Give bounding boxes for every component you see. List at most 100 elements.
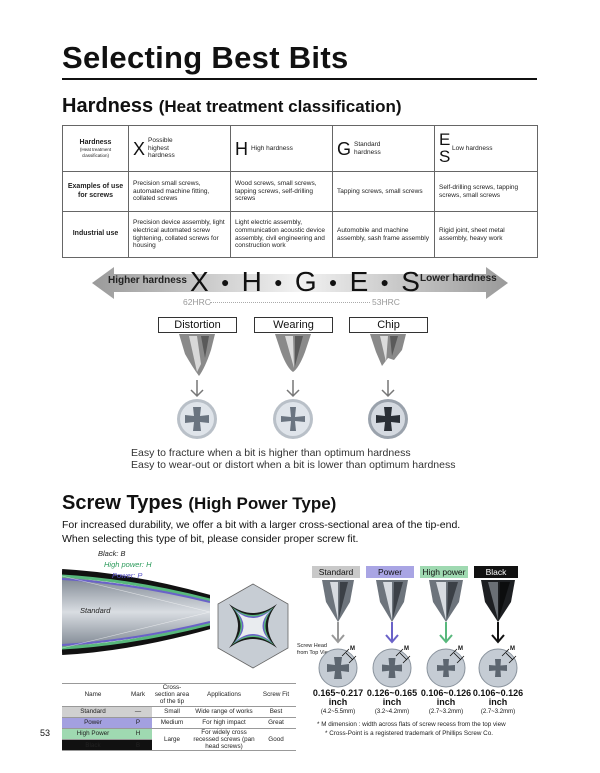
table-row: Black B [62, 739, 296, 752]
range-mm: (4.2~5.5mm) [320, 708, 356, 715]
hrc-high-label: 62HRC [183, 297, 211, 307]
type-application: For high impact [192, 717, 256, 729]
class-desc: Possible highest hardness [148, 137, 175, 160]
class-desc: High hardness [251, 144, 293, 152]
hardness-row-header: Hardness (Heat treatment classification) [62, 125, 129, 172]
title-divider [62, 78, 537, 80]
header-mark: Mark [124, 683, 152, 707]
range-mm: (2.7~3.2mm) [480, 708, 516, 715]
row-label: Examples of use for screws [62, 171, 129, 212]
high-power-bit-icon [429, 580, 463, 622]
page-title: Selecting Best Bits [62, 40, 349, 75]
class-letter: X [133, 138, 146, 159]
range-black: 0.106~0.126 inch (2.7~3.2mm) [471, 688, 525, 715]
type-name: Power [62, 717, 124, 729]
profile-label-black: Black: B [98, 549, 126, 558]
type-name: Standard [62, 706, 124, 718]
m-label: M [458, 646, 463, 652]
tag-high-power: High power [420, 566, 468, 578]
hardness-row-header-label: Hardness [79, 138, 112, 146]
bit-profile-diagram [62, 569, 210, 655]
type-application: Wide range of works [192, 706, 256, 718]
screw-head-top-view-note: Screw Head from Top View [297, 643, 332, 656]
screw-head-distorted-icon [177, 399, 217, 439]
table-cell: Rigid joint, sheet metal assembly, heavy… [434, 211, 538, 258]
header-name: Name [62, 683, 124, 707]
screw-head-standard-icon [318, 648, 358, 688]
hardness-examples-row: Examples of use for screws Precision sma… [62, 171, 538, 212]
screw-types-intro-1: For increased durability, we offer a bit… [62, 519, 461, 531]
table-row: Power P Medium For high impact Great [62, 717, 296, 729]
profile-label-standard: Standard [80, 606, 111, 615]
scale-dot: ● [380, 274, 390, 290]
table-cell: Tapping screws, small screws [332, 171, 435, 212]
hardness-note-low: Easy to wear-out or distort when a bit i… [131, 459, 456, 471]
arrow-down-icon [286, 380, 300, 398]
profile-label-power: Power: P [112, 571, 143, 580]
worn-bit-icon [275, 334, 311, 372]
m-label: M [510, 646, 515, 652]
hardness-scale-arrow [92, 267, 508, 299]
scale-letter: H [241, 266, 262, 297]
screw-head-power-icon [372, 648, 412, 688]
hardness-scale-letters: X ● H ● G ● E ● S [190, 266, 420, 298]
hardness-heading-main: Hardness [62, 95, 154, 117]
lower-hardness-label: Lower hardness [420, 273, 497, 284]
header-fit: Screw Fit [256, 683, 296, 707]
arrow-down-icon [381, 380, 395, 398]
table-row: High Power H Large For widely cross rece… [62, 728, 296, 752]
page-number: 53 [40, 728, 51, 738]
scale-dot: ● [328, 274, 338, 290]
class-h-cell: H High hardness [230, 125, 333, 172]
hardness-note-high: Easy to fracture when a bit is higher th… [131, 447, 411, 459]
screw-types-heading: Screw Types (High Power Type) [62, 492, 336, 515]
type-area: Small [152, 706, 192, 718]
class-letter: H [235, 138, 248, 159]
type-mark: B [124, 739, 152, 752]
range-inch: 0.106~0.126 inch [472, 688, 524, 708]
range-inch: 0.126~0.165 inch [366, 688, 418, 708]
tag-black: Black [474, 566, 518, 578]
standard-bit-icon [322, 580, 354, 622]
hardness-class-row: Hardness (Heat treatment classification)… [62, 125, 538, 172]
screw-head-high-power-icon [426, 648, 466, 688]
class-x-cell: X Possible highest hardness [128, 125, 231, 172]
table-row: Standard — Small Wide range of works Bes… [62, 706, 296, 718]
profile-label-high-power: High power: H [104, 560, 152, 569]
arrow-down-power-icon [385, 622, 399, 644]
type-area: Medium [152, 717, 192, 729]
scale-letter: S [401, 266, 420, 297]
type-name: Black [62, 739, 124, 752]
range-standard: 0.165~0.217 inch (4.2~5.5mm) [311, 688, 365, 715]
range-inch: 0.165~0.217 inch [312, 688, 364, 708]
table-cell: Automobile and machine assembly, sash fr… [332, 211, 435, 258]
hardness-row-header-small: (Heat treatment classification) [79, 147, 112, 158]
type-fit: Best [256, 706, 296, 718]
hardness-industrial-row: Industrial use Precision device assembly… [62, 211, 538, 258]
class-desc: Standard hardness [354, 141, 381, 156]
range-power: 0.126~0.165 inch (3.2~4.2mm) [365, 688, 419, 715]
failure-chip: Chip [349, 317, 428, 333]
type-mark: H [124, 728, 152, 741]
arrow-down-icon [190, 380, 204, 398]
class-desc: Low hardness [452, 144, 493, 152]
table-cell: Precision device assembly, light electri… [128, 211, 231, 258]
screw-head-chipped-icon [368, 399, 408, 439]
table-cell: Light electric assembly, communication a… [230, 211, 333, 258]
hardness-table: Hardness (Heat treatment classification)… [62, 125, 538, 258]
type-fit: Good [256, 728, 296, 752]
arrow-down-standard-icon [331, 622, 345, 644]
type-name: High Power [62, 728, 124, 741]
header-area: Cross-section area of the tip [152, 683, 192, 707]
footnote-trademark: * Cross-Point is a registered trademark … [325, 730, 493, 737]
range-high-power: 0.106~0.126 inch (2.7~3.2mm) [419, 688, 473, 715]
screw-types-heading-sub: (High Power Type) [188, 494, 337, 513]
footnote-m-dimension: * M dimension : width across flats of sc… [317, 721, 506, 728]
scale-dot: ● [274, 274, 283, 290]
failure-wearing: Wearing [254, 317, 333, 333]
arrow-down-black-icon [491, 622, 505, 644]
hrc-low-label: 53HRC [372, 297, 400, 307]
black-bit-icon [481, 580, 515, 622]
screw-head-worn-icon [273, 399, 313, 439]
failure-distortion: Distortion [158, 317, 237, 333]
